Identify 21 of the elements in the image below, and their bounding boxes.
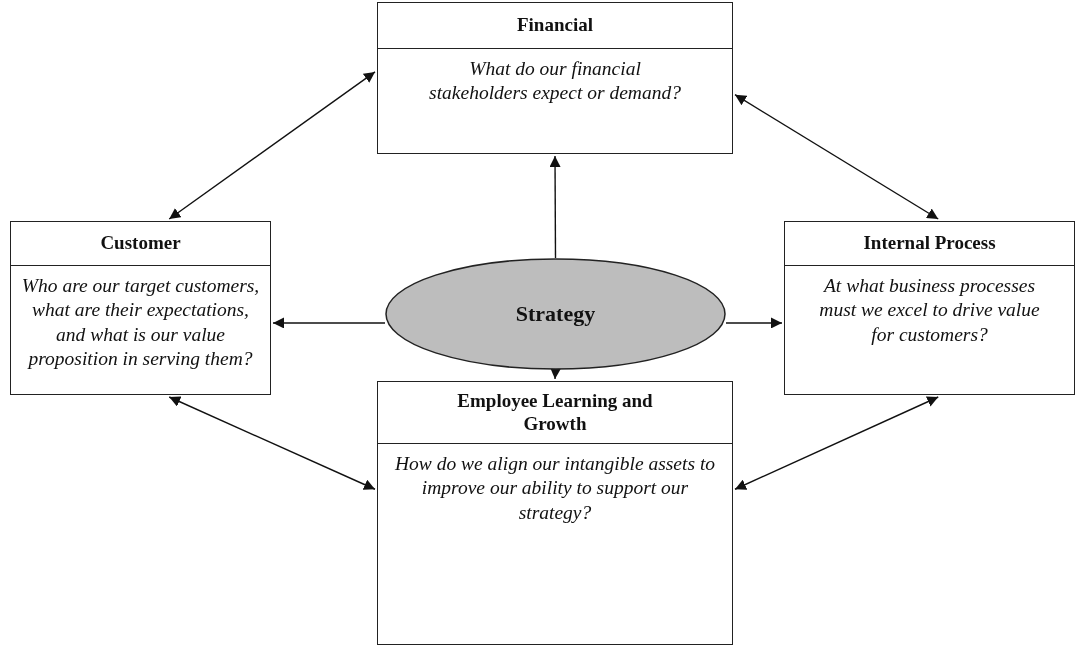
node-title: Strategy bbox=[515, 301, 596, 327]
arrow bbox=[168, 396, 376, 490]
perspective-box bbox=[784, 221, 1075, 395]
arrow bbox=[549, 155, 561, 259]
arrow bbox=[550, 367, 562, 380]
arrow bbox=[734, 396, 939, 490]
arrow bbox=[168, 71, 376, 220]
arrow bbox=[272, 317, 386, 329]
perspective-box bbox=[377, 2, 733, 154]
box-heading: Employee Learning and Growth bbox=[378, 382, 732, 444]
arrow bbox=[734, 94, 939, 220]
box-question: At what business processes must we excel to drive value for customers? bbox=[818, 274, 1041, 347]
perspective-box bbox=[377, 381, 733, 645]
box-heading: Financial bbox=[378, 3, 732, 49]
box-question: What do our financial stakeholders expect or demand? bbox=[428, 57, 682, 106]
box-heading: Customer bbox=[11, 222, 270, 266]
box-question: How do we align our intangible assets to improve our ability to support our strategy? bbox=[393, 452, 717, 525]
box-question: Who are our target customers, what are their expectations, and what is our value proposition in serving them? bbox=[20, 274, 261, 372]
perspective-box bbox=[10, 221, 271, 395]
box-heading: Internal Process bbox=[785, 222, 1074, 266]
arrow bbox=[725, 317, 783, 329]
